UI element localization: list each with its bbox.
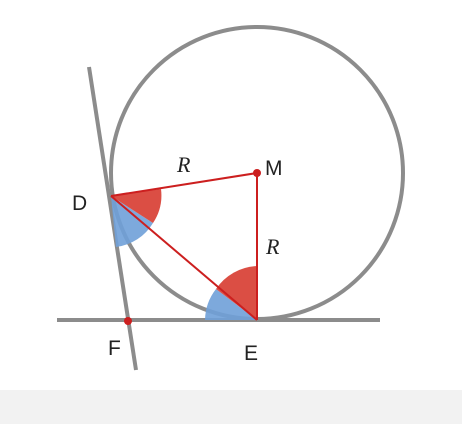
label-radius-me: R bbox=[265, 234, 280, 259]
chord-de bbox=[110, 195, 258, 321]
label-e: E bbox=[244, 342, 258, 365]
label-d: D bbox=[72, 192, 87, 215]
bottom-band bbox=[0, 390, 462, 424]
angle-wedge-e-blue bbox=[205, 289, 257, 320]
label-m: M bbox=[265, 157, 283, 180]
angle-wedge-e-red bbox=[216, 266, 257, 320]
radius-dm bbox=[110, 172, 258, 197]
angle-wedge-d-blue bbox=[111, 196, 153, 247]
label-f: F bbox=[108, 337, 121, 360]
label-radius-dm: R bbox=[176, 152, 191, 177]
point-m bbox=[253, 169, 261, 177]
angle-wedge-d-red bbox=[111, 189, 162, 223]
point-f bbox=[124, 317, 132, 325]
